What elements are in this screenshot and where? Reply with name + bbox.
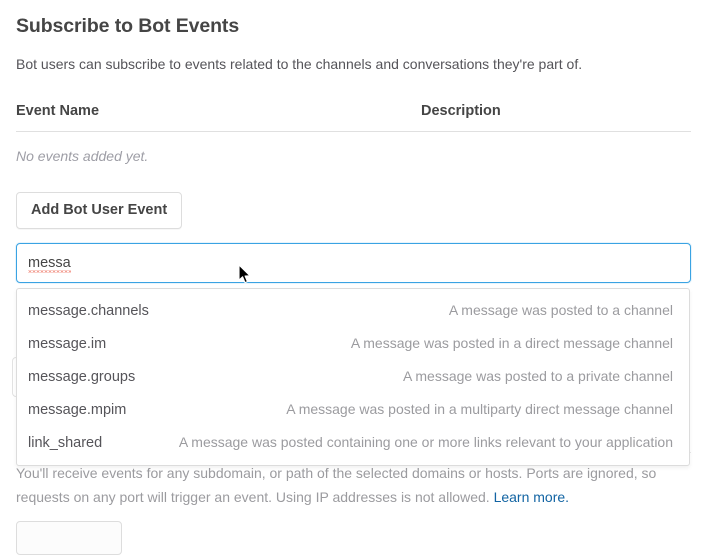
- learn-more-link[interactable]: Learn more.: [493, 489, 570, 505]
- page-subtitle: Bot users can subscribe to events relate…: [16, 56, 583, 72]
- option-name: message.im: [28, 336, 107, 352]
- page-title: Subscribe to Bot Events: [16, 15, 240, 37]
- column-header-description: Description: [421, 103, 501, 119]
- option-description: A message was posted to a private channe…: [402, 368, 673, 384]
- option-name: message.groups: [28, 369, 136, 385]
- add-bot-user-event-button[interactable]: Add Bot User Event: [16, 192, 183, 229]
- subscribe-to-bot-events-page: Subscribe to Bot Events Bot users can su…: [12, 15, 691, 555]
- option-name: link_shared: [28, 435, 103, 451]
- events-table: Event Name Description No events added y…: [16, 103, 691, 166]
- dropdown-option-message-groups[interactable]: message.groups A message was posted to a…: [17, 360, 689, 393]
- event-search-dropdown[interactable]: message.channels A message was posted to…: [16, 288, 690, 466]
- option-description: A message was posted to a channel: [448, 302, 673, 318]
- column-header-event-name: Event Name: [16, 103, 100, 119]
- dropdown-option-message-channels[interactable]: message.channels A message was posted to…: [17, 294, 689, 327]
- event-search-combobox: messa: [16, 243, 691, 283]
- option-description: A message was posted in a multiparty dir…: [286, 401, 673, 417]
- events-table-empty-message: No events added yet.: [16, 148, 149, 164]
- events-table-header: Event Name Description: [16, 103, 691, 132]
- option-description: A message was posted containing one or m…: [178, 434, 673, 450]
- option-name: message.channels: [28, 303, 149, 319]
- bottom-partial-button[interactable]: [16, 521, 122, 555]
- event-search-input[interactable]: [16, 243, 691, 283]
- option-description: A message was posted in a direct message…: [350, 335, 673, 351]
- footer-note: You'll receive events for any subdomain,…: [16, 461, 682, 509]
- option-name: message.mpim: [28, 402, 127, 418]
- dropdown-option-message-mpim[interactable]: message.mpim A message was posted in a m…: [17, 393, 689, 426]
- dropdown-option-link-shared[interactable]: link_shared A message was posted contain…: [17, 426, 689, 459]
- dropdown-option-message-im[interactable]: message.im A message was posted in a dir…: [17, 327, 689, 360]
- footer-note-text: You'll receive events for any subdomain,…: [16, 465, 657, 505]
